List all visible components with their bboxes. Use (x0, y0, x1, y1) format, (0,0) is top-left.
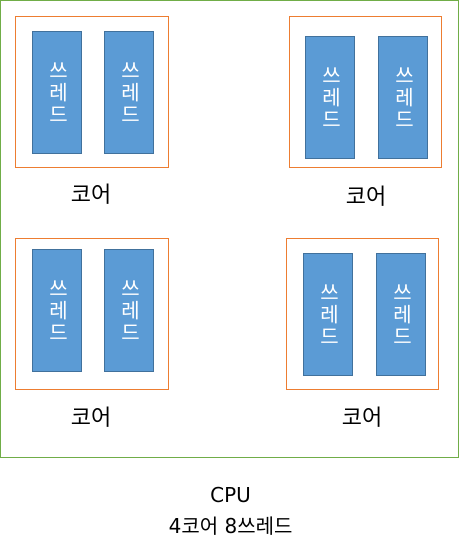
cpu-title: CPU (210, 483, 251, 507)
thread-3a: 쓰레드 (32, 249, 82, 372)
thread-1b: 쓰레드 (104, 31, 154, 154)
thread-label: 쓰레드 (389, 281, 413, 348)
thread-3b: 쓰레드 (104, 249, 154, 372)
cpu-box (0, 0, 459, 458)
core-label-1: 코어 (70, 183, 112, 208)
thread-label: 쓰레드 (318, 64, 342, 131)
core-label-4: 코어 (341, 406, 383, 431)
thread-2a: 쓰레드 (305, 36, 355, 159)
cpu-subtitle: 4코어 8쓰레드 (168, 514, 293, 538)
core-label-2: 코어 (345, 185, 387, 210)
thread-label: 쓰레드 (117, 277, 141, 344)
thread-label: 쓰레드 (391, 64, 415, 131)
thread-label: 쓰레드 (45, 277, 69, 344)
thread-4b: 쓰레드 (376, 253, 426, 376)
thread-1a: 쓰레드 (32, 31, 82, 154)
thread-label: 쓰레드 (117, 59, 141, 126)
core-label-3: 코어 (70, 406, 112, 431)
thread-label: 쓰레드 (45, 59, 69, 126)
thread-2b: 쓰레드 (378, 36, 428, 159)
thread-label: 쓰레드 (316, 281, 340, 348)
thread-4a: 쓰레드 (303, 253, 353, 376)
